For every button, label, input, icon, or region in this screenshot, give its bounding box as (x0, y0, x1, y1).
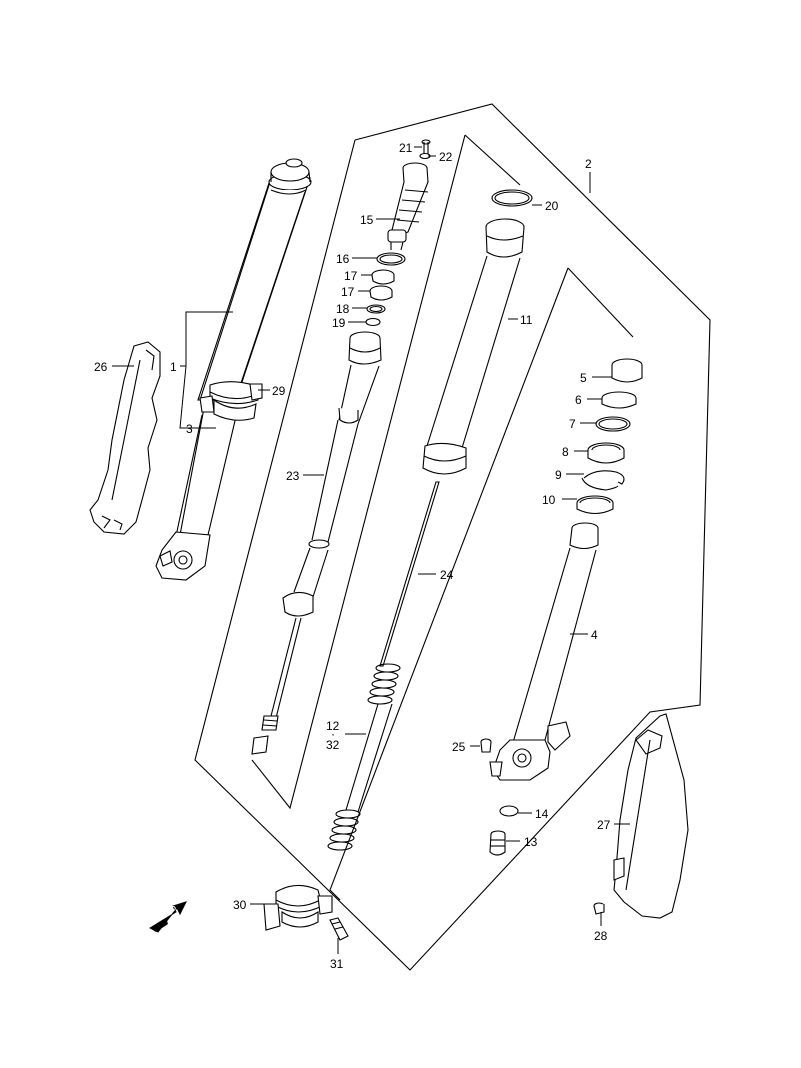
callout-24: 24 (440, 568, 454, 582)
callout-21: 21 (399, 141, 413, 155)
fork-assembly-1 (156, 159, 311, 580)
clip-9 (582, 471, 624, 490)
callout-15: 15 (360, 213, 374, 227)
callout-2: 2 (585, 157, 592, 171)
callout-28: 28 (594, 929, 608, 943)
subframe-outer-tube (329, 267, 569, 901)
inner-tube-11 (423, 219, 524, 474)
ring-18 (367, 305, 385, 313)
callout-7: 7 (569, 417, 576, 431)
callout-31: 31 (330, 957, 344, 971)
bolt-31 (330, 918, 348, 940)
callout-labels: 1 2 3 4 5 6 7 8 9 10 11 12 · 32 13 14 15… (94, 141, 611, 971)
ring-16 (377, 253, 405, 265)
callout-26: 26 (94, 360, 108, 374)
subframe-cartridge-top (464, 134, 521, 186)
dust-seal-10 (577, 496, 613, 514)
callout-10: 10 (542, 493, 556, 507)
callout-30: 30 (233, 898, 247, 912)
rod-24 (380, 482, 439, 666)
clamp-30 (264, 885, 332, 930)
leader-lines (112, 146, 630, 954)
subframe-cartridge (251, 134, 466, 810)
callout-32: 32 (326, 738, 340, 752)
bleed-screw-25 (481, 739, 491, 752)
ring-17a (372, 270, 394, 284)
callout-6: 6 (575, 393, 582, 407)
callout-20: 20 (545, 199, 559, 213)
callout-19: 19 (332, 316, 346, 330)
callout-1: 1 (170, 360, 177, 374)
spring-12 (328, 664, 400, 850)
seal-8 (588, 443, 624, 463)
callout-12-separator: · (331, 727, 335, 741)
callout-22: 22 (439, 150, 453, 164)
callout-9: 9 (555, 468, 562, 482)
callout-27: 27 (597, 818, 611, 832)
callout-17b: 17 (341, 285, 355, 299)
callout-5: 5 (580, 371, 587, 385)
callout-4: 4 (591, 628, 598, 642)
ring-17b (370, 286, 392, 300)
ring-19 (366, 319, 380, 326)
assembly-frame-outer (194, 103, 711, 971)
clamp-29 (200, 382, 262, 421)
callout-13: 13 (524, 835, 538, 849)
callout-23: 23 (286, 469, 300, 483)
callout-29: 29 (272, 384, 286, 398)
callout-12: 12 (326, 719, 340, 733)
subframe-outer-tube-top (567, 267, 634, 338)
fork-guard-27 (614, 714, 688, 918)
outer-tube-4 (490, 523, 598, 780)
fwd-arrow-icon: FWD (148, 901, 187, 933)
o-ring-14 (500, 806, 518, 816)
callout-11: 11 (520, 313, 533, 327)
cartridge-top-15 (388, 163, 428, 250)
damper-cartridge-23 (252, 332, 381, 754)
callout-18: 18 (336, 302, 350, 316)
callout-8: 8 (562, 445, 569, 459)
bolt-21 (422, 140, 430, 154)
bolt-28 (594, 903, 604, 914)
ring-7 (596, 417, 630, 431)
callout-25: 25 (452, 740, 466, 754)
callout-17a: 17 (344, 269, 358, 283)
o-ring-20 (492, 190, 532, 206)
callout-3: 3 (186, 422, 193, 436)
callout-14: 14 (535, 807, 549, 821)
fork-guard-26 (90, 342, 160, 534)
bolt-13 (490, 831, 505, 855)
washer-6 (602, 392, 636, 408)
callout-16: 16 (336, 252, 350, 266)
bushing-5 (612, 359, 642, 382)
